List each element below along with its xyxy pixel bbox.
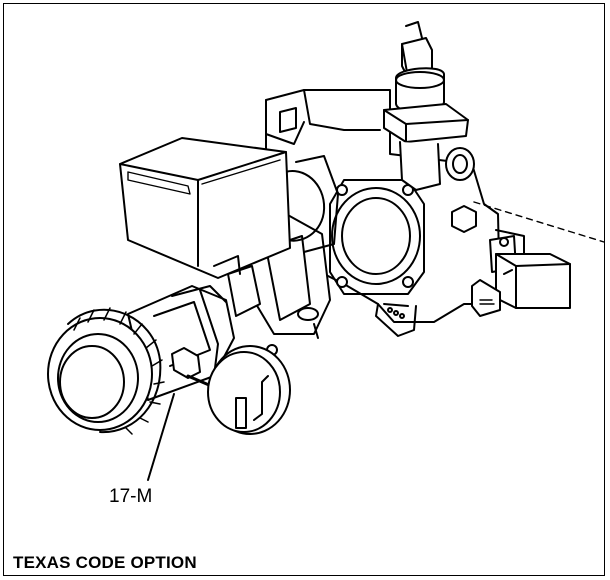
pilot-filter	[383, 21, 475, 191]
inlet-pipe	[127, 285, 235, 401]
callout-leader-line	[147, 393, 175, 481]
solenoid-coil-box	[119, 137, 291, 279]
electrical-connector	[471, 253, 571, 317]
pressure-gauge	[171, 345, 291, 435]
gas-valve-assembly-drawing	[47, 21, 605, 481]
callout-label-17m: 17-M	[109, 486, 153, 507]
figure-caption: TEXAS CODE OPTION	[13, 553, 197, 572]
inlet-union-nut	[47, 307, 165, 435]
figure-frame: 17-M TEXAS CODE OPTION	[3, 3, 605, 576]
